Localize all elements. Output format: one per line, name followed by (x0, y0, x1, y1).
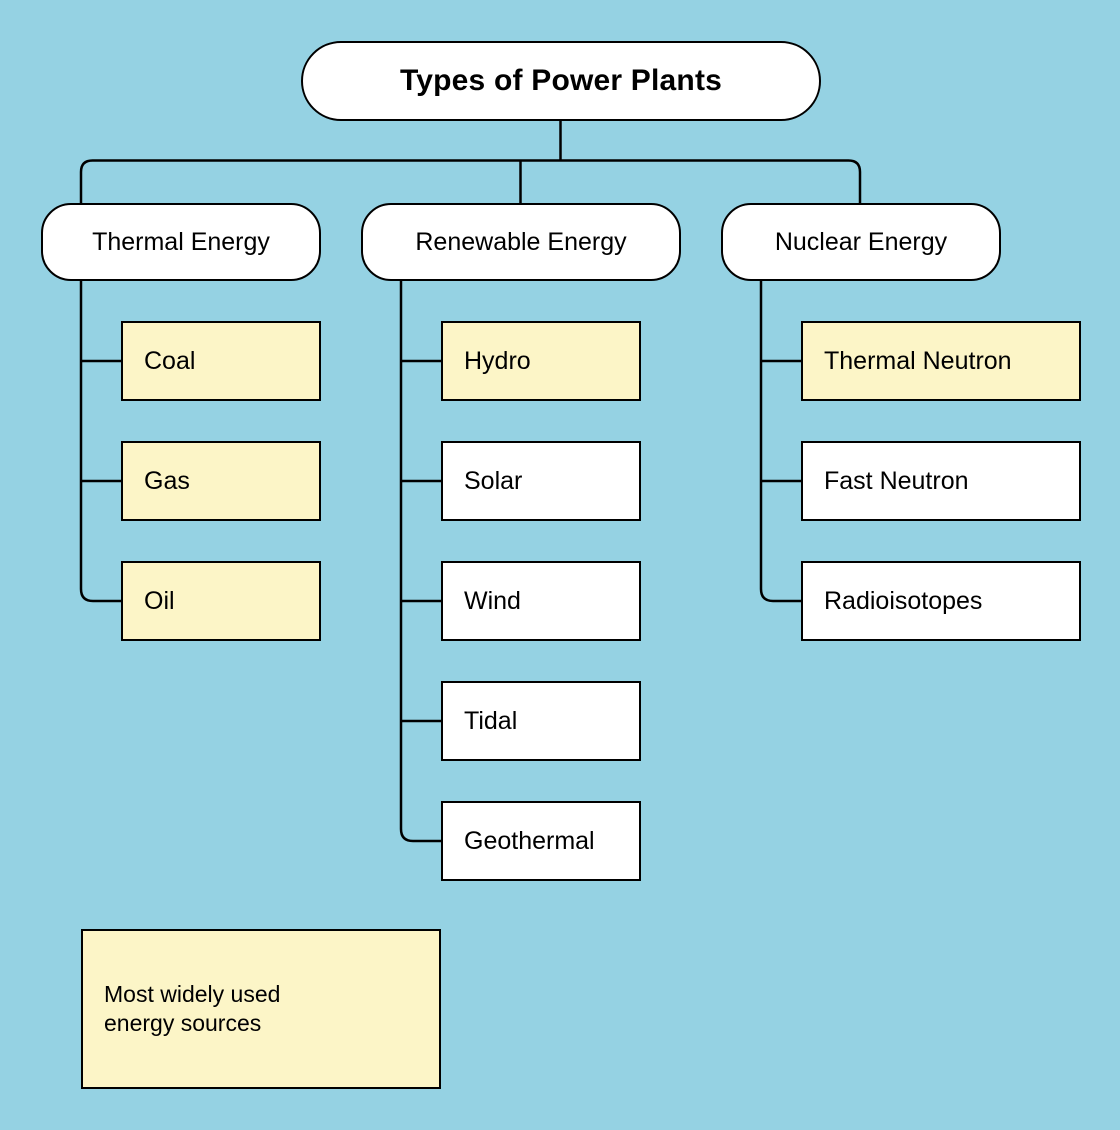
node-leaf-radioisotopes-label: Radioisotopes (824, 586, 983, 615)
node-leaf-radioisotopes[interactable]: Radioisotopes (801, 561, 1081, 641)
connector-thermal-spine (79, 281, 121, 603)
node-branch-thermal-energy[interactable]: Thermal Energy (41, 203, 321, 281)
node-branch-renewable-energy-label: Renewable Energy (415, 227, 627, 256)
node-leaf-fast-neutron-label: Fast Neutron (824, 466, 969, 495)
node-leaf-geothermal-label: Geothermal (464, 826, 595, 855)
node-leaf-wind[interactable]: Wind (441, 561, 641, 641)
node-leaf-thermal-neutron-label: Thermal Neutron (824, 346, 1012, 375)
node-leaf-hydro[interactable]: Hydro (441, 321, 641, 401)
node-leaf-oil-label: Oil (144, 586, 175, 615)
node-branch-nuclear-energy[interactable]: Nuclear Energy (721, 203, 1001, 281)
node-leaf-hydro-label: Hydro (464, 346, 531, 375)
legend-box: Most widely used energy sources (81, 929, 441, 1089)
node-leaf-tidal[interactable]: Tidal (441, 681, 641, 761)
node-root-label: Types of Power Plants (399, 64, 723, 97)
connector-renewable-spine (399, 281, 441, 843)
node-leaf-wind-label: Wind (464, 586, 521, 615)
node-branch-thermal-energy-label: Thermal Energy (92, 227, 270, 256)
node-leaf-fast-neutron[interactable]: Fast Neutron (801, 441, 1081, 521)
node-leaf-geothermal[interactable]: Geothermal (441, 801, 641, 881)
node-branch-renewable-energy[interactable]: Renewable Energy (361, 203, 681, 281)
node-leaf-solar-label: Solar (464, 466, 523, 495)
connector-branch-bus (79, 159, 862, 203)
node-leaf-coal[interactable]: Coal (121, 321, 321, 401)
node-leaf-gas-label: Gas (144, 466, 190, 495)
legend-text: Most widely used energy sources (104, 981, 281, 1036)
node-leaf-gas[interactable]: Gas (121, 441, 321, 521)
node-leaf-coal-label: Coal (144, 346, 196, 375)
node-leaf-solar[interactable]: Solar (441, 441, 641, 521)
node-root[interactable]: Types of Power Plants (301, 41, 821, 121)
node-leaf-thermal-neutron[interactable]: Thermal Neutron (801, 321, 1081, 401)
connector-nuclear-spine (759, 281, 801, 603)
node-leaf-tidal-label: Tidal (464, 706, 518, 735)
node-leaf-oil[interactable]: Oil (121, 561, 321, 641)
node-branch-nuclear-energy-label: Nuclear Energy (774, 227, 948, 256)
